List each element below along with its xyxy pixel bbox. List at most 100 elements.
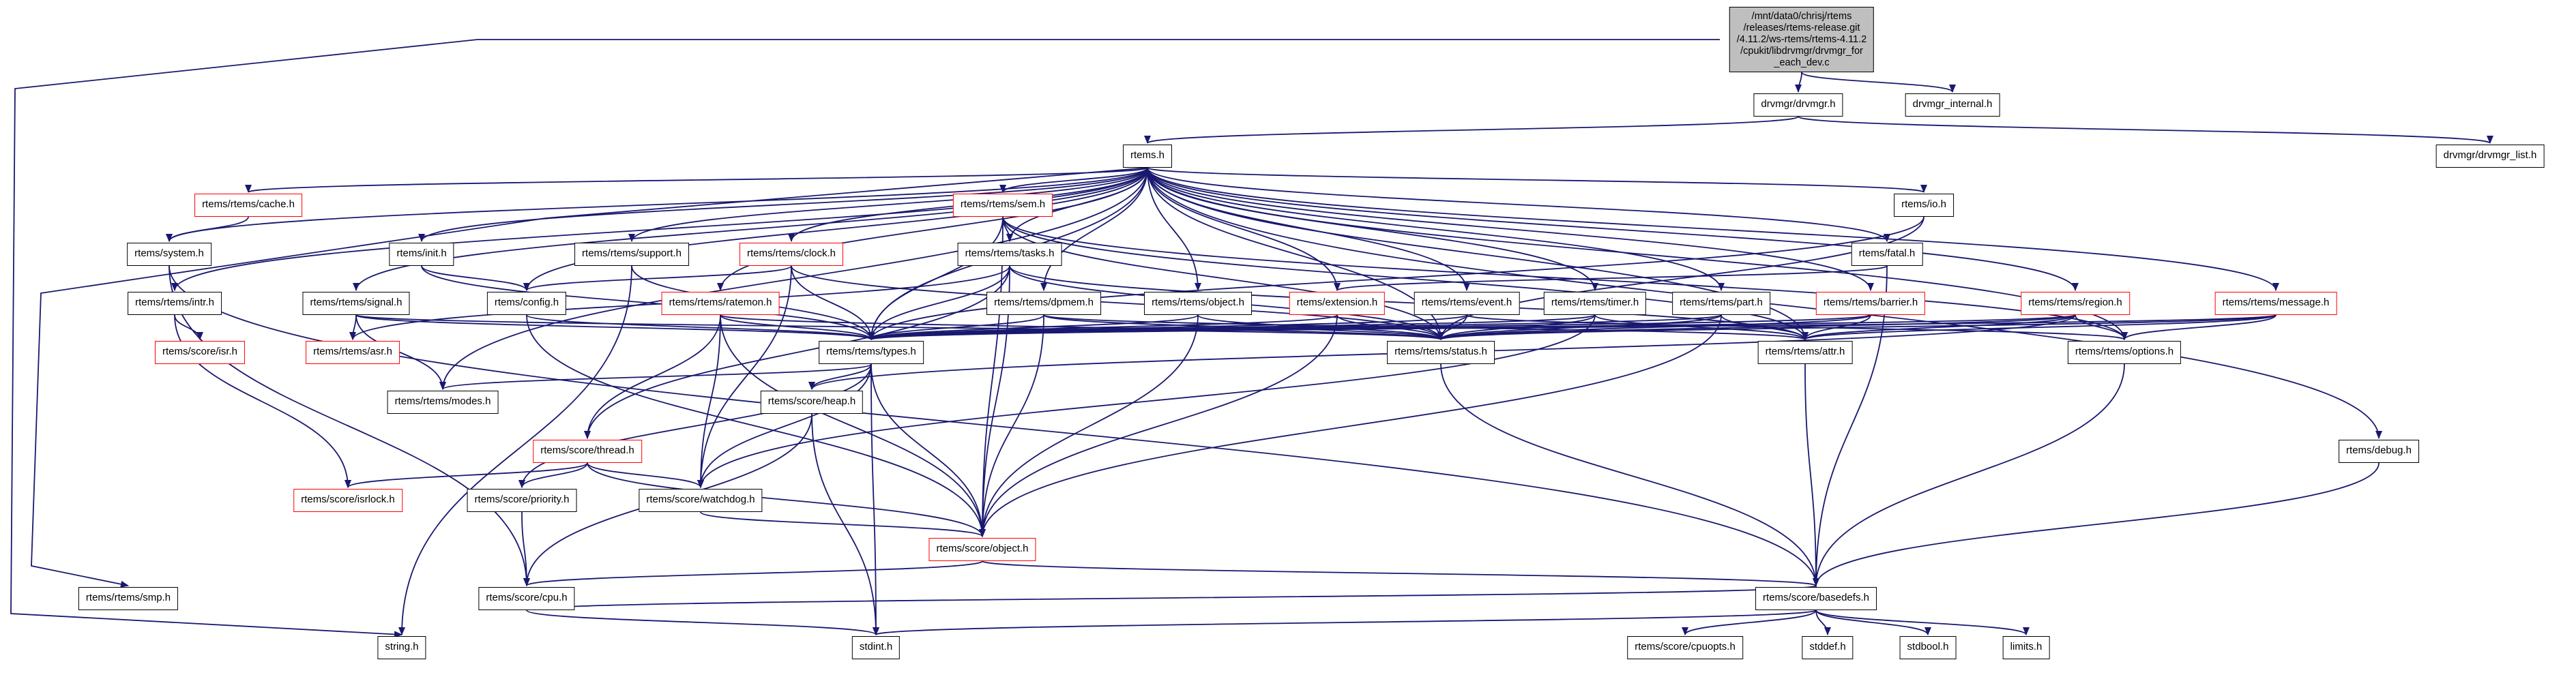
edge-fatal_h-to-extension_h	[1334, 265, 1888, 291]
edge-thread_h-to-watchdog_h	[587, 462, 704, 488]
node-debug_h[interactable]: rtems/debug.h	[2339, 440, 2419, 463]
edge-rtems_h-to-intr_h	[171, 167, 1148, 291]
node-modes_h[interactable]: rtems/rtems/modes.h	[387, 391, 499, 414]
edge-region_h-to-status_h	[1437, 314, 2076, 340]
edge-thread_h-to-isrlock_h	[345, 462, 588, 488]
edge-cache_h-to-system_h	[166, 216, 249, 242]
edge-object_rtems_h-to-types_h	[868, 314, 1199, 340]
node-message_h[interactable]: rtems/rtems/message.h	[2214, 292, 2337, 315]
node-isr_h[interactable]: rtems/score/isr.h	[154, 341, 246, 364]
node-system_h[interactable]: rtems/system.h	[127, 243, 211, 266]
edge-config_h-to-types_h	[526, 314, 875, 340]
edge-signal_h-to-status_h	[355, 314, 1444, 340]
edge-timer_h-to-watchdog_h	[697, 314, 1596, 488]
node-options_h[interactable]: rtems/rtems/options.h	[2067, 341, 2182, 364]
node-cache_h[interactable]: rtems/rtems/cache.h	[194, 194, 302, 217]
edge-io_h-to-types_h	[868, 216, 1924, 340]
node-priority_h[interactable]: rtems/score/priority.h	[467, 489, 577, 512]
node-extension_h[interactable]: rtems/extension.h	[1289, 292, 1386, 315]
edge-rtems_h-to-message_h	[1147, 167, 2279, 291]
node-signal_h[interactable]: rtems/rtems/signal.h	[302, 292, 410, 315]
node-clock_h[interactable]: rtems/rtems/clock.h	[739, 243, 844, 266]
edge-rtems_h-to-extension_h	[1147, 167, 1341, 291]
edge-sem_h-to-options_h	[1002, 216, 2128, 340]
edge-ratemon_h-to-object_score_h	[720, 314, 986, 537]
edge-cpu_h-to-stdint_h	[526, 610, 879, 635]
edge-rtems_h-to-ratemon_h	[717, 167, 1148, 291]
edge-rtems_h-to-smp_h	[31, 167, 1148, 588]
node-event_h[interactable]: rtems/rtems/event.h	[1414, 292, 1520, 315]
node-status_h[interactable]: rtems/rtems/status.h	[1387, 341, 1495, 364]
edge-support_h-to-string_h	[398, 265, 632, 635]
node-basedefs_h[interactable]: rtems/score/basedefs.h	[1755, 587, 1877, 610]
node-barrier_h[interactable]: rtems/rtems/barrier.h	[1815, 292, 1926, 315]
node-attr_h[interactable]: rtems/rtems/attr.h	[1757, 341, 1853, 364]
node-string_h[interactable]: string.h	[377, 636, 426, 659]
edge-ratemon_h-to-watchdog_h	[697, 314, 721, 488]
node-heap_h[interactable]: rtems/score/heap.h	[760, 391, 864, 414]
node-part_h[interactable]: rtems/rtems/part.h	[1672, 292, 1770, 315]
node-rtems_h[interactable]: rtems.h	[1122, 145, 1173, 168]
node-isrlock_h[interactable]: rtems/score/isrlock.h	[293, 489, 402, 512]
edge-timer_h-to-attr_h	[1594, 314, 1809, 340]
edge-basedefs_h-to-cpuopts_h	[1682, 610, 1817, 635]
node-watchdog_h[interactable]: rtems/score/watchdog.h	[639, 489, 763, 512]
node-config_h[interactable]: rtems/config.h	[486, 292, 567, 315]
edge-status_h-to-basedefs_h	[1440, 363, 1819, 586]
node-thread_h[interactable]: rtems/score/thread.h	[533, 440, 642, 463]
node-object_rtems_h[interactable]: rtems/rtems/object.h	[1144, 292, 1252, 315]
edge-cpu_h-to-basedefs_h	[526, 585, 1819, 611]
edge-drvmgr_h-to-rtems_h	[1144, 116, 1799, 144]
edge-message_h-to-attr_h	[1802, 314, 2277, 340]
edge-rtems_h-to-region_h	[1147, 167, 2079, 291]
edge-types_h-to-watchdog_h	[697, 363, 872, 488]
node-dpmem_h[interactable]: rtems/rtems/dpmem.h	[986, 292, 1101, 315]
node-types_h[interactable]: rtems/rtems/types.h	[819, 341, 924, 364]
edge-thread_h-to-object_score_h	[587, 462, 986, 537]
edge-rtems_h-to-config_h	[523, 167, 1148, 291]
edge-rtems_h-to-part_h	[1147, 167, 1725, 291]
node-intr_h[interactable]: rtems/rtems/intr.h	[128, 292, 222, 315]
node-tasks_h[interactable]: rtems/rtems/tasks.h	[957, 243, 1062, 266]
edge-dpmem_h-to-object_score_h	[979, 314, 1044, 537]
node-drvmgr_h[interactable]: drvmgr/drvmgr.h	[1753, 93, 1843, 117]
edge-basedefs_h-to-stddef_h	[1815, 610, 1831, 635]
edge-region_h-to-attr_h	[1802, 314, 2076, 340]
edge-object_score_h-to-cpu_h	[523, 560, 983, 586]
edge-tasks_h-to-thread_h	[584, 265, 1010, 439]
edge-types_h-to-heap_h	[808, 363, 872, 390]
edge-message_h-to-options_h	[2121, 314, 2277, 340]
node-stdint_h[interactable]: stdint.h	[851, 636, 901, 659]
node-support_h[interactable]: rtems/rtems/support.h	[574, 243, 689, 266]
edge-extension_h-to-object_score_h	[979, 314, 1338, 537]
node-smp_h[interactable]: rtems/rtems/smp.h	[78, 587, 179, 610]
node-sem_h[interactable]: rtems/rtems/sem.h	[952, 194, 1053, 217]
node-limits_h[interactable]: limits.h	[2002, 636, 2050, 659]
node-drvmgr_internal_h[interactable]: drvmgr_internal.h	[1905, 93, 2000, 117]
node-init_h[interactable]: rtems/init.h	[389, 243, 454, 266]
edge-sem_h-to-types_h	[868, 216, 1004, 340]
edge-init_h-to-types_h	[421, 265, 875, 340]
node-stddef_h[interactable]: stddef.h	[1802, 636, 1854, 659]
edge-types_h-to-modes_h	[439, 363, 872, 390]
node-fatal_h[interactable]: rtems/fatal.h	[1851, 243, 1923, 266]
edge-rtems_h-to-system_h	[166, 167, 1148, 242]
edge-ratemon_h-to-types_h	[720, 314, 875, 340]
edge-sem_h-to-object_score_h	[979, 216, 1004, 537]
node-stdbool_h[interactable]: stdbool.h	[1899, 636, 1957, 659]
edge-rtems_h-to-sem_h	[999, 167, 1148, 193]
node-ratemon_h[interactable]: rtems/rtems/ratemon.h	[661, 292, 780, 315]
edge-intr_h-to-isr_h	[174, 314, 203, 340]
node-drvmgr_list_h[interactable]: drvmgr/drvmgr_list.h	[2435, 145, 2545, 168]
node-io_h[interactable]: rtems/io.h	[1894, 194, 1954, 217]
node-timer_h[interactable]: rtems/rtems/timer.h	[1543, 292, 1647, 315]
edge-rtems_h-to-barrier_h	[1147, 167, 1874, 291]
edge-config_h-to-object_score_h	[526, 314, 986, 537]
node-asr_h[interactable]: rtems/rtems/asr.h	[306, 341, 400, 364]
node-cpuopts_h[interactable]: rtems/score/cpuopts.h	[1627, 636, 1743, 659]
node-cpu_h[interactable]: rtems/score/cpu.h	[478, 587, 575, 610]
node-region_h[interactable]: rtems/rtems/region.h	[2021, 292, 2130, 315]
edge-rtems_h-to-init_h	[418, 167, 1148, 242]
node-object_score_h[interactable]: rtems/score/object.h	[928, 538, 1036, 561]
